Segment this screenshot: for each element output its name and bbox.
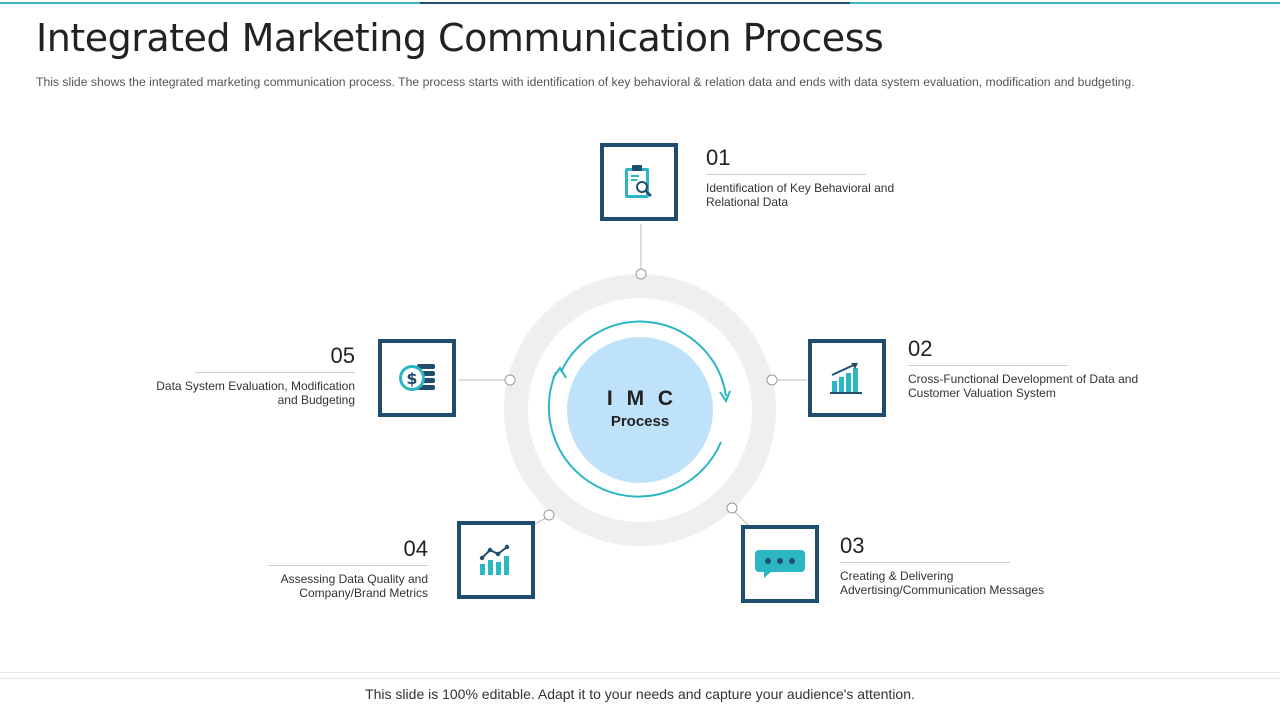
connector-dot-04 <box>543 509 555 521</box>
step-02-box <box>808 339 886 417</box>
bar-chart-growth-icon <box>830 363 862 394</box>
inner-circle <box>567 337 713 483</box>
footer-divider-top <box>0 672 1280 673</box>
step-04-description: Assessing Data Quality and Company/Brand… <box>280 572 428 600</box>
step-04-box <box>457 521 535 599</box>
connector-dot-03 <box>726 502 738 514</box>
step-02-description: Cross-Functional Development of Data and… <box>908 372 1139 400</box>
step-05-number: 05 <box>330 343 355 368</box>
top-accent-bar-right <box>850 2 1280 4</box>
page-title: Integrated Marketing Communication Proce… <box>36 16 884 60</box>
step-04-number: 04 <box>403 536 428 561</box>
step-03-description: Creating & Delivering Advertising/Commun… <box>840 569 1045 597</box>
cycle-arrow-bottom-head <box>552 366 567 379</box>
connector-dot-02 <box>766 374 778 386</box>
page-subtitle: This slide shows the integrated marketin… <box>36 75 1135 89</box>
cycle-arrow-top-head <box>719 390 731 404</box>
dollar-coins-icon: $ <box>399 364 435 391</box>
step-01-description: Identification of Key Behavioral and Rel… <box>706 181 895 209</box>
step-05-rule <box>195 372 355 373</box>
step-01-rule <box>706 174 866 175</box>
center-subtitle: Process <box>610 413 670 430</box>
clipboard-search-icon <box>625 165 652 198</box>
top-accent-bar-left <box>0 2 420 4</box>
connector-04 <box>532 517 547 526</box>
step-01-box <box>600 143 678 221</box>
svg-text:$: $ <box>406 369 417 388</box>
connector-dot-05 <box>504 374 516 386</box>
center-label: I M C Process <box>568 386 712 432</box>
step-05-box: $ <box>378 339 456 417</box>
step-03-number: 03 <box>840 533 865 558</box>
step-01-number: 01 <box>706 145 731 170</box>
connector-03 <box>734 511 751 528</box>
step-03-rule <box>840 562 1010 563</box>
footer-note: This slide is 100% editable. Adapt it to… <box>365 686 915 702</box>
outer-ring <box>504 274 776 546</box>
top-accent-bar-middle <box>420 2 850 4</box>
chat-bubble-icon <box>755 550 805 578</box>
connector-dot-01 <box>635 268 647 280</box>
step-05-description: Data System Evaluation, Modification and… <box>156 379 355 407</box>
step-03-box <box>741 525 819 603</box>
step-04-rule <box>268 565 428 566</box>
step-02-rule <box>908 365 1068 366</box>
footer-divider-bottom <box>0 678 1280 679</box>
cycle-arrow-bottom <box>547 371 722 498</box>
step-02-number: 02 <box>908 336 933 361</box>
cycle-arrow-top <box>560 320 727 397</box>
center-title: I M C <box>606 387 678 410</box>
line-bar-chart-icon <box>479 544 510 575</box>
